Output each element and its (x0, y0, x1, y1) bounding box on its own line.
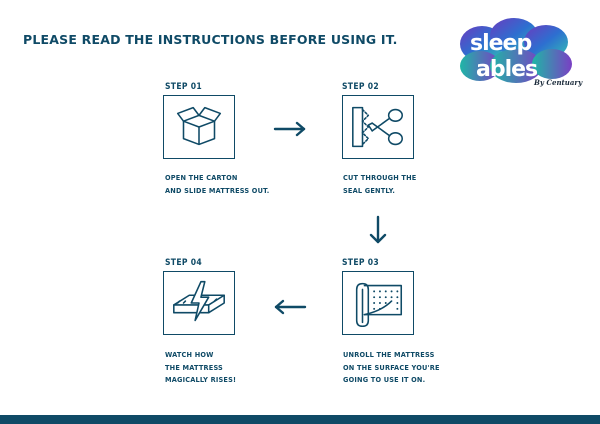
step-4-description: WATCH HOW THE MATTRESS MAGICALLY RISES! (165, 350, 237, 384)
step-4-title: STEP 04 (165, 258, 202, 268)
step-3-title: STEP 03 (342, 258, 379, 268)
logo-graphic: sleep ables (460, 18, 572, 83)
step-2-box (342, 95, 414, 159)
unroll-mattress-icon (355, 282, 403, 328)
logo-wordmark-line2: ables (476, 57, 538, 82)
mattress-rise-icon (173, 280, 225, 322)
logo-wordmark-line1: sleep (470, 31, 531, 56)
step-1-title: STEP 01 (165, 82, 202, 92)
step-4-box (163, 271, 235, 335)
arrow-right-icon (273, 121, 306, 137)
step-3-description: UNROLL THE MATTRESS ON THE SURFACE YOU'R… (343, 350, 440, 384)
step-2-title: STEP 02 (342, 82, 379, 92)
arrow-down-icon (369, 215, 387, 244)
step-2-description: CUT THROUGH THE SEAL GENTLY. (343, 173, 417, 195)
step-1-box (163, 95, 235, 159)
scissors-cut-icon (352, 106, 403, 148)
open-box-icon (176, 106, 222, 146)
step-1-description: OPEN THE CARTON AND SLIDE MATTRESS OUT. (165, 173, 270, 195)
arrow-left-icon (274, 299, 307, 315)
logo-tagline: By Centuary (534, 78, 583, 87)
footer-bar (0, 415, 600, 424)
sleepables-logo: sleep ables By Centuary (452, 14, 582, 94)
step-3-box (342, 271, 414, 335)
page-heading: PLEASE READ THE INSTRUCTIONS BEFORE USIN… (23, 32, 398, 47)
